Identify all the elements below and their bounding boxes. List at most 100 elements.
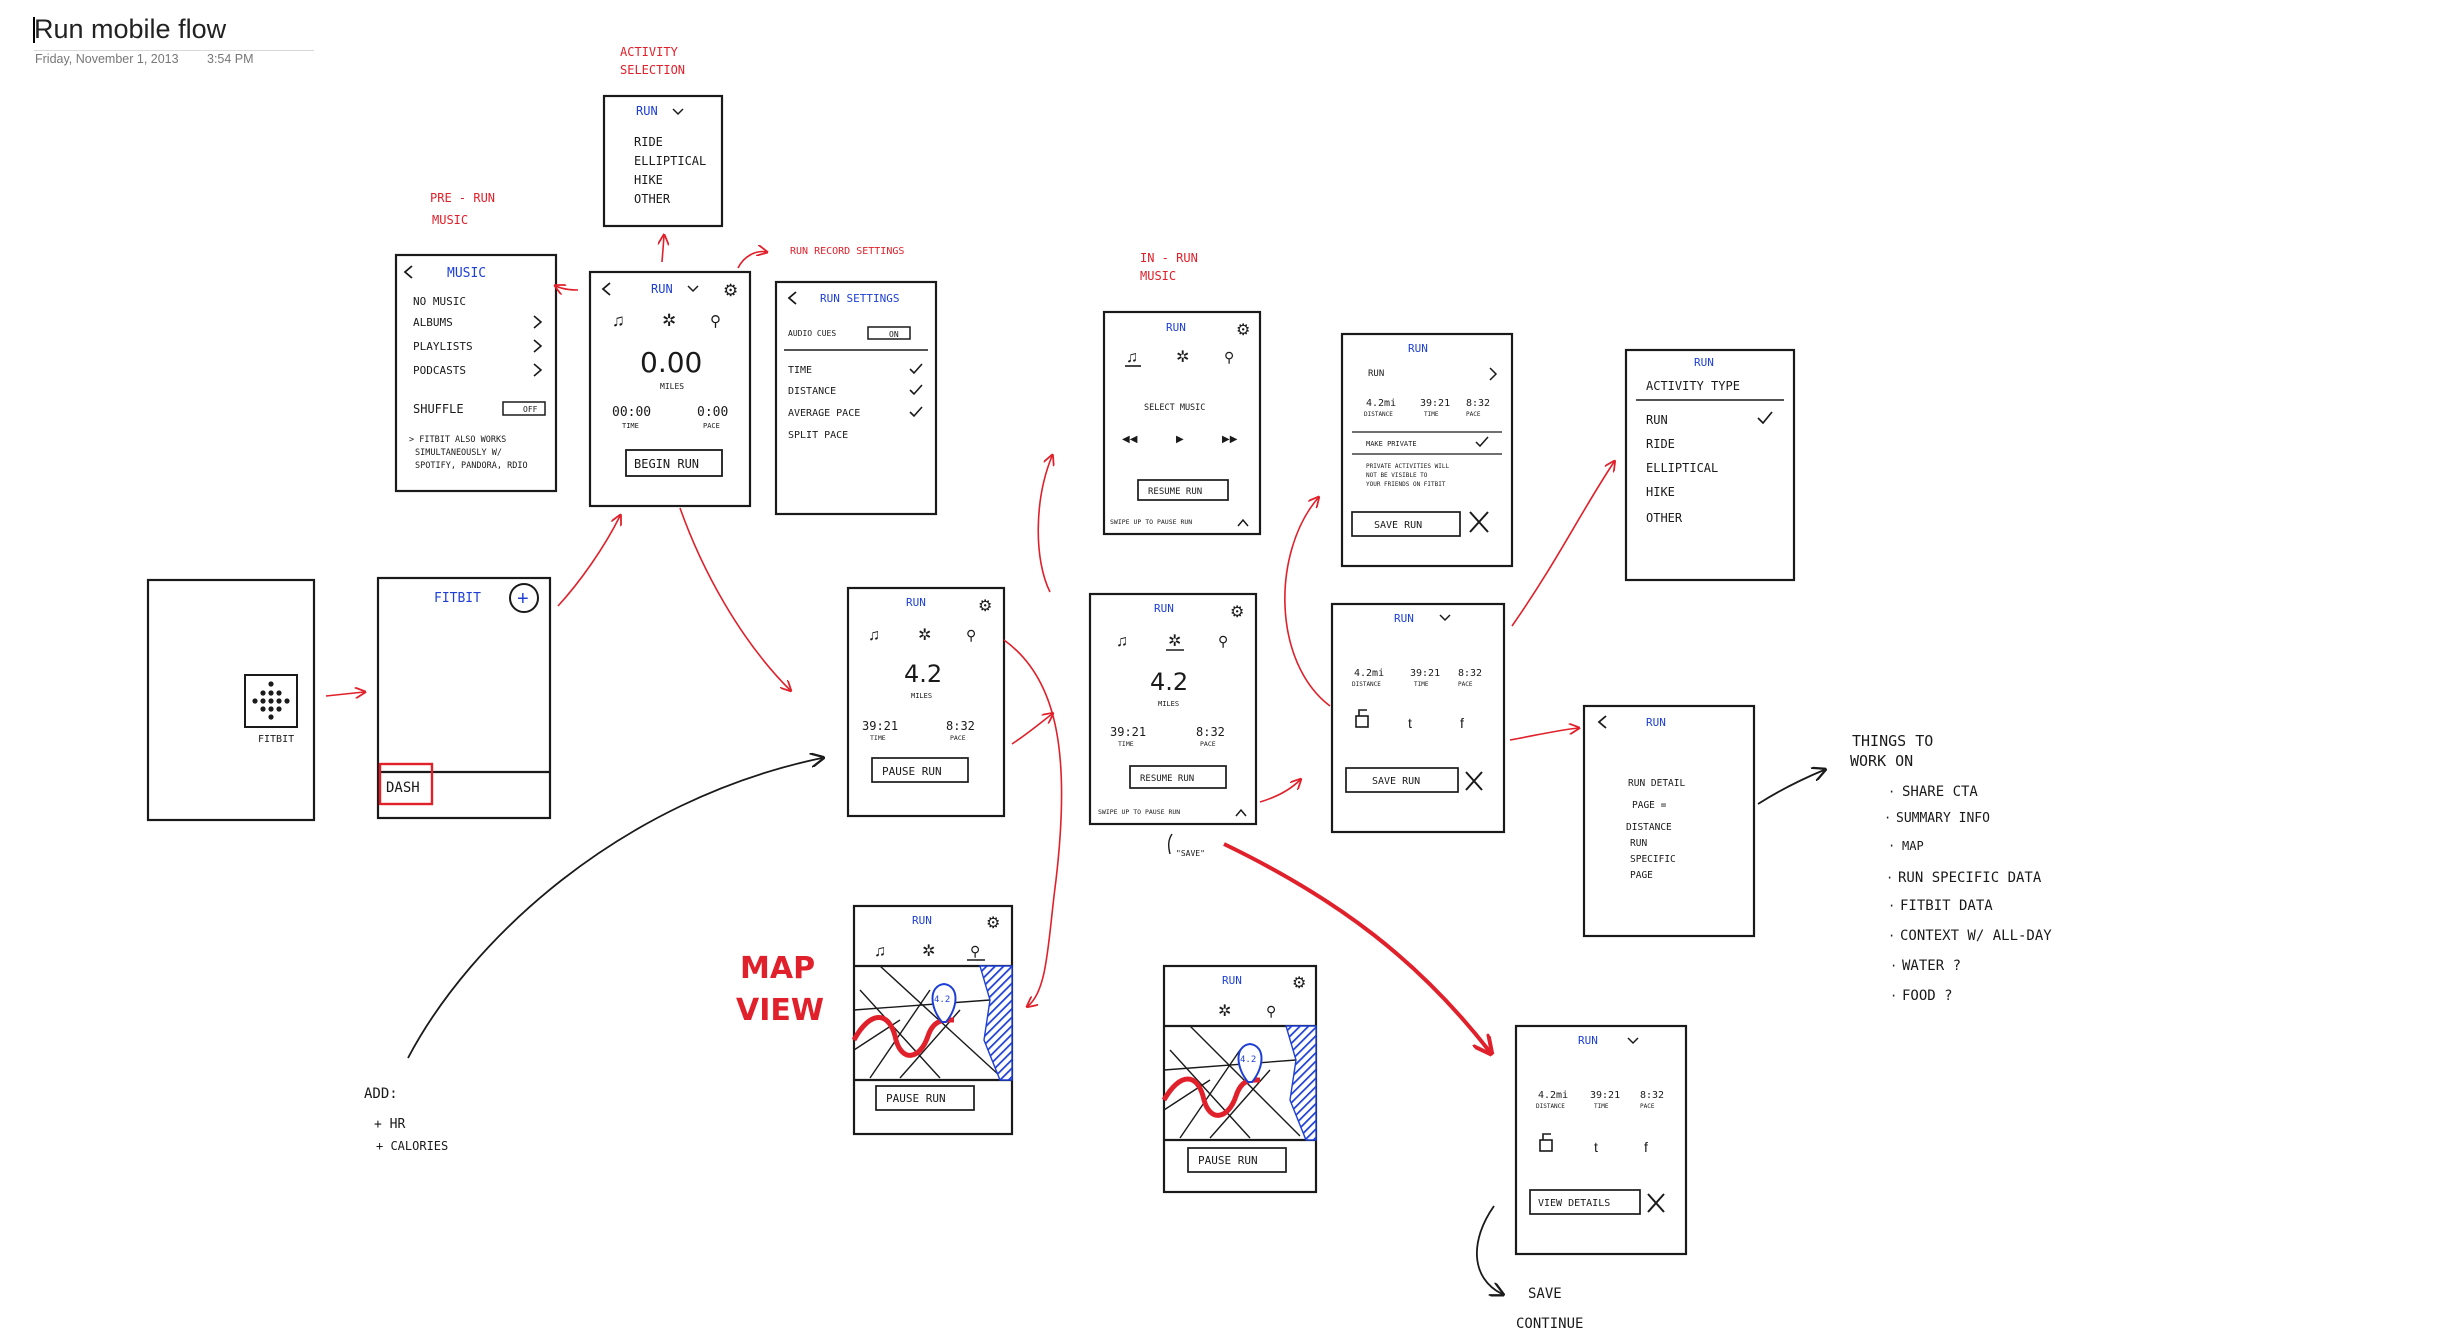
summary-top-activity[interactable]: RUN [1368,369,1384,379]
map-pin-icon[interactable]: ⚲ [970,943,980,959]
cue-2[interactable]: AVERAGE PACE [788,408,860,419]
gear-icon[interactable]: ⚙ [723,281,738,300]
gear-icon[interactable]: ⚙ [986,915,1000,932]
lock-icon[interactable] [1355,709,1369,728]
cue-1[interactable]: DISTANCE [788,386,836,397]
activity-option-2[interactable]: HIKE [634,173,663,187]
pause-run-button[interactable] [1187,1147,1287,1173]
screen-activity-type: RUN ACTIVITY TYPE RUN RIDE ELLIPTICAL HI… [1624,348,1796,582]
gear-icon[interactable]: ⚙ [1292,975,1306,992]
save-run-button[interactable] [1351,511,1461,537]
paused-time: 39:21 [1110,725,1146,739]
activity-option-3[interactable]: OTHER [634,192,671,206]
sparkle-icon[interactable]: ✲ [922,943,935,960]
map-pin-icon[interactable]: ⚲ [1266,1003,1276,1019]
pre-run-pace-label: PACE [703,422,720,430]
paused-distance-unit: MILES [1158,700,1179,708]
begin-run-button[interactable] [625,449,723,477]
audio-cues-state: ON [889,330,899,339]
pause-run-button[interactable] [875,1085,975,1111]
gear-icon[interactable]: ⚙ [978,598,992,615]
map-pin-icon[interactable]: ⚲ [1218,633,1228,649]
activity-option-1[interactable]: ELLIPTICAL [634,154,706,168]
cue-0[interactable]: TIME [788,365,812,376]
sparkle-icon[interactable]: ✲ [1168,633,1181,650]
todo-item-0: SHARE CTA [1902,784,1978,800]
annotation-add-1: + HR [374,1117,405,1132]
music-item-0[interactable]: NO MUSIC [413,295,466,308]
run-settings-title: RUN SETTINGS [820,292,899,305]
close-icon[interactable] [1647,1193,1665,1213]
activity-type-option-4[interactable]: OTHER [1646,511,1683,525]
activity-type-option-2[interactable]: ELLIPTICAL [1646,461,1718,475]
sparkle-icon[interactable]: ✲ [662,311,676,330]
cue-3[interactable]: SPLIT PACE [788,430,848,441]
music-note-icon[interactable]: ♫ [874,943,886,960]
music-note-icon[interactable]: ♫ [1116,633,1128,650]
previous-track-icon[interactable]: ◀◀ [1122,434,1138,445]
summary-top-title: RUN [1408,342,1428,355]
resume-run-button[interactable] [1129,765,1227,789]
view-details-label: VIEW DETAILS [1538,1198,1610,1209]
music-note-icon[interactable]: ♫ [612,311,625,330]
map-pin-icon[interactable]: ⚲ [966,627,976,643]
title-divider [34,50,314,51]
facebook-icon[interactable]: f [1460,715,1464,731]
map-marker-value: 4.2 [1240,1055,1256,1065]
screen-map-view: RUN ⚙ ♫ ✲ ⚲ 4.2 PAUSE RUN [851,904,1014,1136]
lock-icon[interactable] [1539,1133,1553,1152]
map-area[interactable]: 4.2 [1161,1024,1317,1142]
shuffle-toggle[interactable] [502,401,546,416]
activity-type-option-1[interactable]: RIDE [1646,437,1675,451]
map-pin-icon[interactable]: ⚲ [710,313,721,330]
todo-bullet: · [1890,959,1897,973]
fitbit-app-icon[interactable] [244,674,298,728]
music-item-2[interactable]: PLAYLISTS [413,340,473,353]
audio-cues-toggle[interactable] [867,326,911,340]
twitter-icon[interactable]: t [1594,1139,1598,1155]
view-details-button[interactable] [1529,1189,1641,1215]
music-item-1[interactable]: ALBUMS [413,316,453,329]
launcher-app-label: FITBIT [258,734,294,745]
map-pin-icon[interactable]: ⚲ [1224,349,1234,365]
saved-time: 39:21 [1590,1090,1620,1101]
run-detail-line-1: PAGE = [1632,800,1667,811]
paused-pace-label: PACE [1200,740,1216,748]
next-track-icon[interactable]: ▶▶ [1222,434,1238,445]
map-area[interactable]: 4.2 [851,964,1013,1082]
make-private-label[interactable]: MAKE PRIVATE [1366,440,1417,448]
close-icon[interactable] [1469,511,1489,533]
summary-share-title: RUN [1394,612,1414,625]
sparkle-icon[interactable]: ✲ [1218,1003,1231,1020]
music-note-icon[interactable]: ♫ [868,627,880,644]
activity-type-option-0[interactable]: RUN [1646,413,1668,427]
select-music-label[interactable]: SELECT MUSIC [1144,403,1205,413]
sparkle-icon[interactable]: ✲ [1176,349,1189,366]
screen-run-settings: RUN SETTINGS AUDIO CUES ON TIME DISTANCE… [774,280,938,516]
flow-arrows [325,236,1614,1052]
activity-selected[interactable]: RUN [636,104,658,118]
activity-option-0[interactable]: RIDE [634,135,663,149]
music-note-icon[interactable]: ♫ [1126,349,1138,366]
pause-run-button[interactable] [871,757,969,783]
add-button[interactable] [509,583,539,613]
gear-icon[interactable]: ⚙ [1236,322,1250,339]
activity-type-heading: ACTIVITY TYPE [1646,379,1740,393]
sparkle-icon[interactable]: ✲ [918,627,931,644]
resume-run-button[interactable] [1137,479,1229,501]
close-icon[interactable] [1465,771,1483,791]
play-icon[interactable]: ▶ [1176,434,1184,445]
music-note-1: SIMULTANEOUSLY W/ [415,448,502,458]
annotation-save: SAVE [1528,1286,1562,1302]
gear-icon[interactable]: ⚙ [1230,604,1244,621]
annotation-add-2: + CALORIES [376,1139,448,1153]
twitter-icon[interactable]: t [1408,715,1412,731]
summary-share-pace-label: PACE [1458,681,1473,688]
facebook-icon[interactable]: f [1644,1139,1648,1155]
activity-type-option-3[interactable]: HIKE [1646,485,1675,499]
save-run-button[interactable] [1345,767,1459,793]
music-item-3[interactable]: PODCASTS [413,364,466,377]
annotation-add-0: ADD: [364,1086,398,1102]
paused-title: RUN [1154,602,1174,615]
dash-tab[interactable]: DASH [386,780,420,796]
